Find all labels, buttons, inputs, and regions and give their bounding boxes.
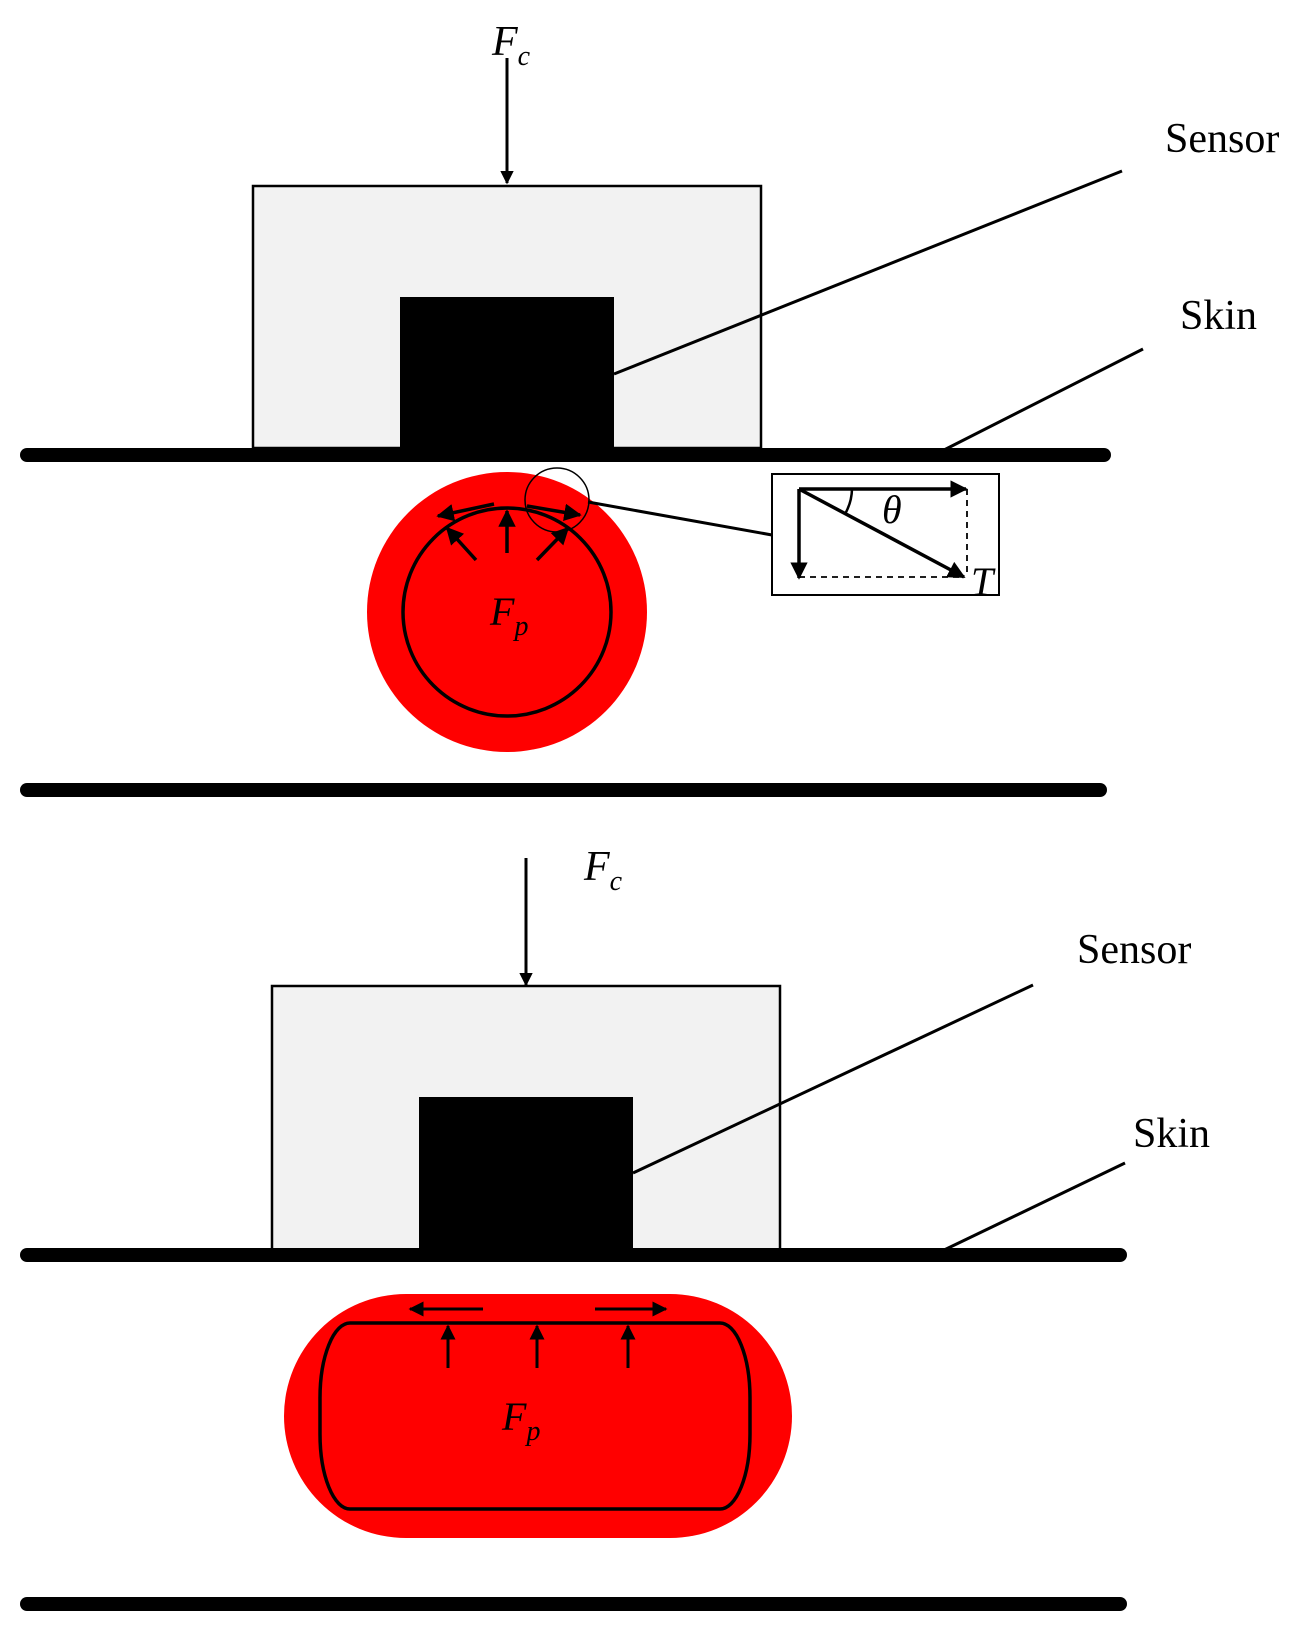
inset-angle-label: θ	[882, 487, 902, 532]
top-pressure-arrow	[535, 526, 570, 562]
bottom-panel: Fc Sensor Skin Fp	[20, 844, 1210, 1611]
top-magnifier-circle	[524, 467, 590, 533]
bottom-skin-label: Skin	[1133, 1111, 1210, 1157]
top-pressure-label: Fp	[489, 589, 528, 642]
top-skin-label: Skin	[1180, 293, 1257, 339]
top-tension-arrow	[526, 503, 582, 521]
inset-angle-arc	[843, 488, 854, 515]
top-pressure-arrow	[445, 526, 478, 562]
inset-tension-label: T	[971, 559, 996, 604]
bottom-skin-leader	[941, 1161, 1126, 1253]
bottom-vessel-outer	[284, 1294, 792, 1538]
top-sensor-label: Sensor	[1165, 116, 1279, 162]
bottom-pressure-label: Fp	[501, 1394, 540, 1447]
top-force-label: Fc	[491, 19, 531, 72]
inset-resultant-tension	[798, 487, 966, 579]
top-vessel-wall	[401, 506, 613, 718]
top-tension-arrow	[436, 502, 495, 522]
bottom-force-label: Fc	[583, 844, 623, 897]
top-sensor-leader	[613, 169, 1123, 376]
top-sensor-element	[400, 297, 614, 449]
top-vessel-outer	[367, 472, 647, 752]
top-callout-line	[587, 500, 773, 537]
top-panel: Fc Sensor Skin Fp	[20, 19, 1279, 797]
bottom-sensor-leader	[632, 983, 1034, 1175]
bottom-vessel-wall	[318, 1321, 752, 1511]
bottom-sensor-element	[419, 1097, 633, 1254]
force-decomposition-inset: θ T	[771, 473, 1000, 604]
top-skin-leader	[941, 347, 1144, 453]
bottom-sensor-label: Sensor	[1077, 927, 1191, 973]
